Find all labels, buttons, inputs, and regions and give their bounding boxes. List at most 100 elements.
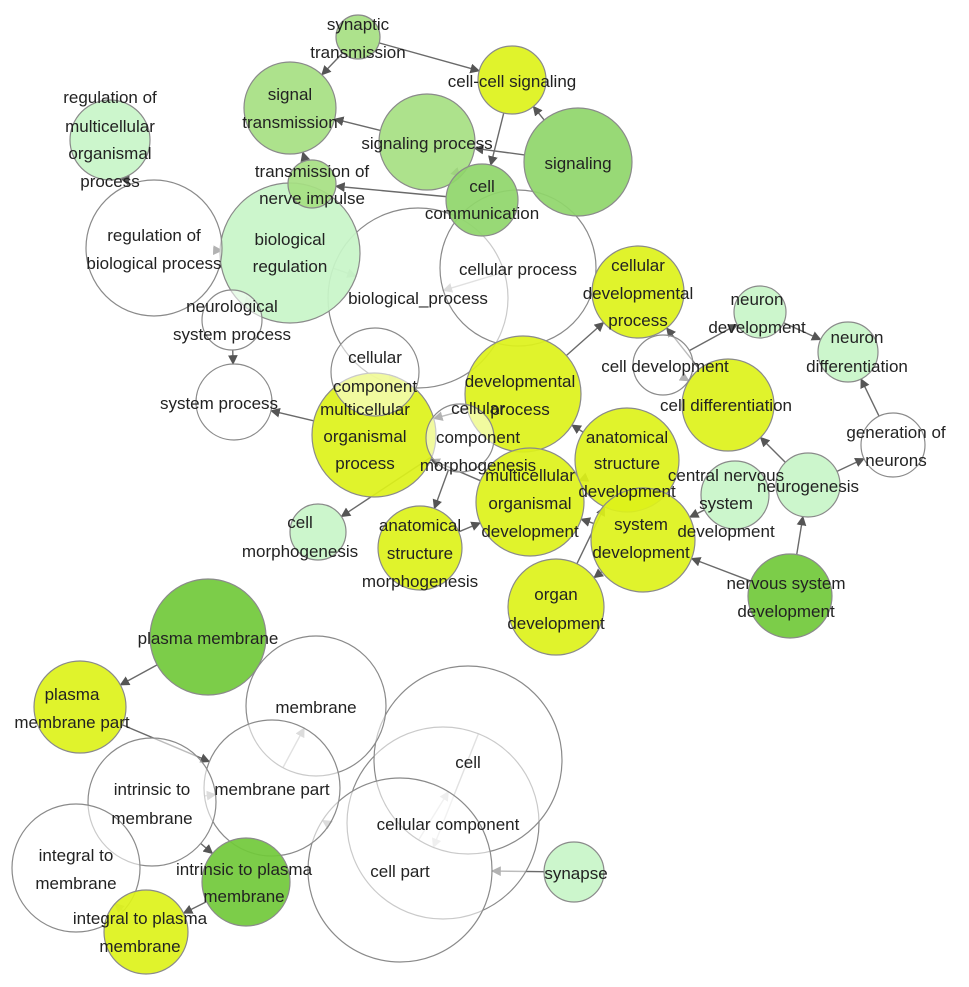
label-membrane: membrane (275, 698, 356, 717)
node-nervous-system-development[interactable] (747, 553, 833, 639)
node-cell-morphogenesis[interactable] (289, 503, 347, 561)
node-neuron-development[interactable] (733, 285, 787, 339)
edge-central-nervous-system-development-to-system-development (688, 508, 705, 518)
node-regulation-of-multicellular-organismal-process[interactable] (69, 99, 151, 181)
nodes-layer (11, 14, 926, 975)
label-cell-development: cell development (601, 357, 729, 376)
edge-neurogenesis-to-generation-of-neurons (836, 457, 865, 473)
label-biological-process: biological_process (348, 289, 488, 308)
edge-signaling-to-signaling-process (473, 144, 525, 156)
edge-cell-cell-signaling-to-cell-communication (488, 112, 505, 167)
node-plasma-membrane-part[interactable] (33, 660, 127, 754)
edge-developmental-process-to-cellular-developmental-process (565, 321, 605, 357)
node-cellular-component-morphogenesis[interactable] (425, 403, 495, 473)
edge-anatomical-structure-development-to-developmental-process (571, 424, 584, 434)
label-cell-cell-signaling: cell-cell signaling (448, 72, 577, 91)
edge-nervous-system-development-to-system-development (690, 557, 752, 582)
node-integral-to-membrane[interactable] (11, 803, 141, 933)
edge-system-development-to-organ-development (593, 568, 605, 579)
node-neuron-differentiation[interactable] (817, 321, 879, 383)
label-cellular-process: cellular process (459, 260, 577, 279)
label-signaling-process: signaling process (361, 134, 492, 153)
edge-neuron-development-to-neuron-differentiation (783, 322, 822, 341)
node-integral-to-plasma-membrane[interactable] (103, 889, 189, 975)
edge-neurogenesis-to-cell-differentiation (759, 436, 786, 463)
node-signaling-process[interactable] (378, 93, 476, 191)
edge-signaling-process-to-signal-transmission (333, 116, 381, 132)
node-cell-part[interactable] (307, 777, 493, 963)
edge-intrinsic-to-membrane-to-intrinsic-to-plasma-membrane (200, 842, 214, 855)
edge-synaptic-transmission-to-cell-cell-signaling (379, 42, 481, 74)
node-signal-transmission[interactable] (243, 61, 337, 155)
label-cell: cell (455, 753, 481, 772)
edge-anatomical-structure-morphogenesis-to-multicellular-organismal-development (458, 521, 482, 533)
node-regulation-of-biological-process[interactable] (85, 179, 223, 317)
node-neurological-system-process[interactable] (201, 289, 263, 351)
label-system-process: system process (160, 394, 278, 413)
edge-synaptic-transmission-to-signal-transmission (321, 52, 344, 76)
edge-cell-communication-to-transmission-of-nerve-impulse (334, 182, 447, 198)
node-transmission-of-nerve-impulse[interactable] (287, 159, 337, 209)
label-synapse: synapse (544, 864, 607, 883)
node-intrinsic-to-plasma-membrane[interactable] (201, 837, 291, 927)
node-cell-cell-signaling[interactable] (477, 45, 547, 115)
edge-cell-development-to-neuron-development (688, 323, 739, 352)
node-synapse[interactable] (543, 841, 605, 903)
node-multicellular-organismal-development[interactable] (475, 447, 585, 557)
node-signaling[interactable] (523, 107, 633, 217)
edge-nervous-system-development-to-neurogenesis (796, 515, 807, 555)
node-system-process[interactable] (195, 363, 273, 441)
node-organ-development[interactable] (507, 558, 605, 656)
node-cellular-developmental-process[interactable] (591, 245, 685, 339)
node-cell-differentiation[interactable] (681, 358, 775, 452)
edge-cellular-component-morphogenesis-to-anatomical-structure-morphogenesis (432, 469, 450, 510)
node-central-nervous-system-development[interactable] (700, 460, 770, 530)
edge-intrinsic-to-plasma-membrane-to-integral-to-plasma-membrane (182, 901, 207, 914)
edge-plasma-membrane-to-plasma-membrane-part (119, 664, 158, 686)
label-cell-differentiation: cell differentiation (660, 396, 792, 415)
node-plasma-membrane[interactable] (149, 578, 267, 696)
node-generation-of-neurons[interactable] (860, 412, 926, 478)
node-anatomical-structure-morphogenesis[interactable] (377, 505, 463, 591)
node-cell-development[interactable] (632, 334, 694, 396)
label-cellular-component: cellular component (377, 815, 520, 834)
edge-generation-of-neurons-to-neuron-differentiation (860, 378, 880, 417)
edge-regulation-of-multicellular-organismal-process-to-regulation-of-biological-process (120, 175, 130, 186)
node-neurogenesis[interactable] (775, 452, 841, 518)
label-plasma-membrane: plasma membrane (138, 629, 279, 648)
node-system-development[interactable] (590, 487, 696, 593)
node-cell-communication[interactable] (445, 163, 519, 237)
node-cellular-component-organization[interactable] (330, 327, 420, 417)
edge-system-development-to-multicellular-organismal-development (580, 517, 594, 527)
label-membrane-part: membrane part (214, 780, 330, 799)
node-synaptic-transmission[interactable] (335, 14, 381, 60)
